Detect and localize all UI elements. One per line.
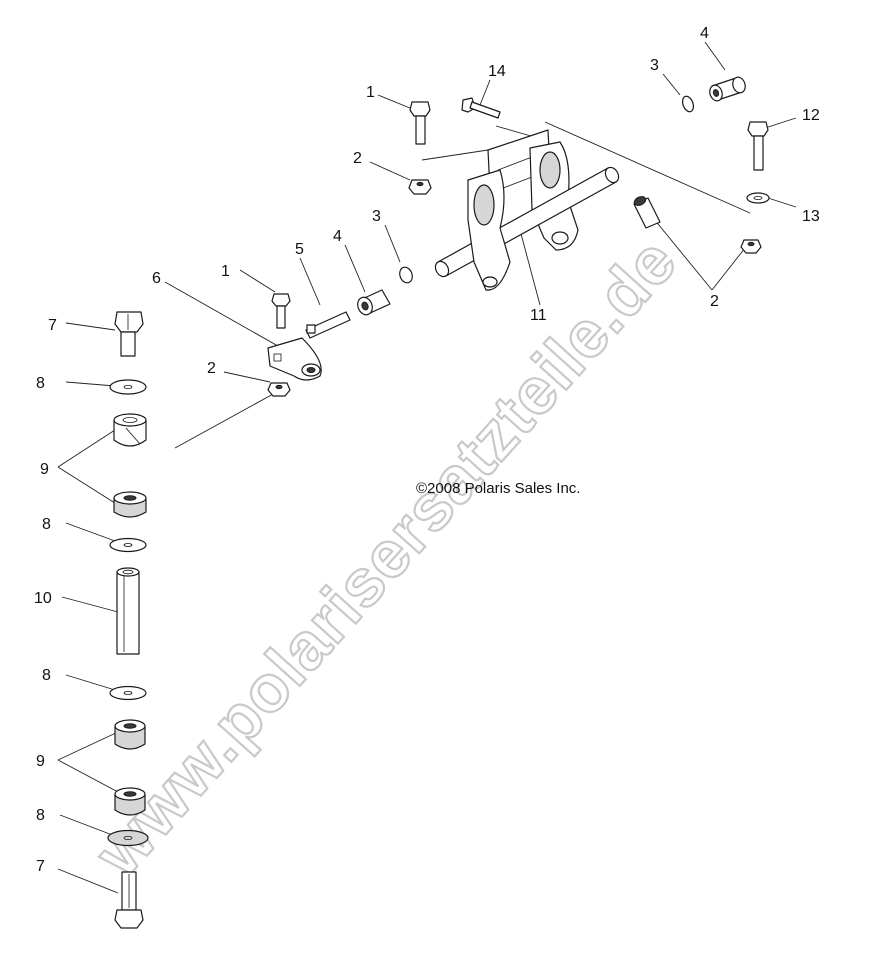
washer-8-d <box>107 829 149 847</box>
bolt-7-lower <box>114 871 144 929</box>
callout-7: 7 <box>48 317 57 334</box>
callout-6: 6 <box>152 270 161 287</box>
callout-4: 4 <box>333 228 342 245</box>
bushing-9-c <box>114 719 146 750</box>
callout-9: 9 <box>36 753 45 770</box>
watermark: www.polarisersatzteile.de <box>80 223 691 890</box>
callout-8: 8 <box>42 667 51 684</box>
washer-8-c <box>109 685 147 701</box>
bushing-9-d <box>114 787 146 816</box>
bushing-9-a <box>113 413 147 447</box>
nut-2-lower <box>267 382 291 397</box>
bolt-14 <box>461 97 501 119</box>
o-ring-3-upper <box>681 95 695 113</box>
callout-13: 13 <box>802 208 820 225</box>
washer-8-a <box>109 379 147 395</box>
callout-1: 1 <box>221 263 230 280</box>
callout-8: 8 <box>36 807 45 824</box>
nut-2-right <box>740 239 762 254</box>
callout-8: 8 <box>42 516 51 533</box>
bolt-12 <box>747 121 769 171</box>
o-ring-3-lower <box>399 266 413 284</box>
callout-10: 10 <box>34 590 52 607</box>
bolt-1-lower <box>271 293 291 329</box>
callout-7: 7 <box>36 858 45 875</box>
copyright-text: ©2008 Polaris Sales Inc. <box>416 480 580 497</box>
callout-4: 4 <box>700 25 709 42</box>
callout-1: 1 <box>366 84 375 101</box>
bolt-1-upper <box>409 101 431 145</box>
callout-3: 3 <box>650 57 659 74</box>
nut-2-upper <box>408 179 432 195</box>
callout-2: 2 <box>207 360 216 377</box>
callout-2: 2 <box>710 293 719 310</box>
washer-13 <box>746 192 770 204</box>
callout-8: 8 <box>36 375 45 392</box>
callout-11: 11 <box>530 307 547 324</box>
bushing-9-b <box>113 491 147 518</box>
callout-9: 9 <box>40 461 49 478</box>
bushing-4-upper <box>709 76 746 102</box>
callout-3: 3 <box>372 208 381 225</box>
spacer-10 <box>116 567 140 655</box>
shaft-5 <box>305 311 351 339</box>
callout-5: 5 <box>295 241 304 258</box>
washer-8-b <box>109 537 147 553</box>
callout-labels: 1 1 2 2 2 3 3 4 4 5 6 7 7 8 8 8 8 9 9 10… <box>34 25 820 875</box>
bushing-4-lower <box>357 289 391 316</box>
arm-6 <box>267 337 322 381</box>
bracket-assembly-11 <box>434 129 620 291</box>
bolt-7-upper <box>114 311 144 357</box>
callout-14: 14 <box>488 63 506 80</box>
sleeve-2-right <box>633 196 661 229</box>
callout-12: 12 <box>802 107 820 124</box>
callout-2: 2 <box>353 150 362 167</box>
